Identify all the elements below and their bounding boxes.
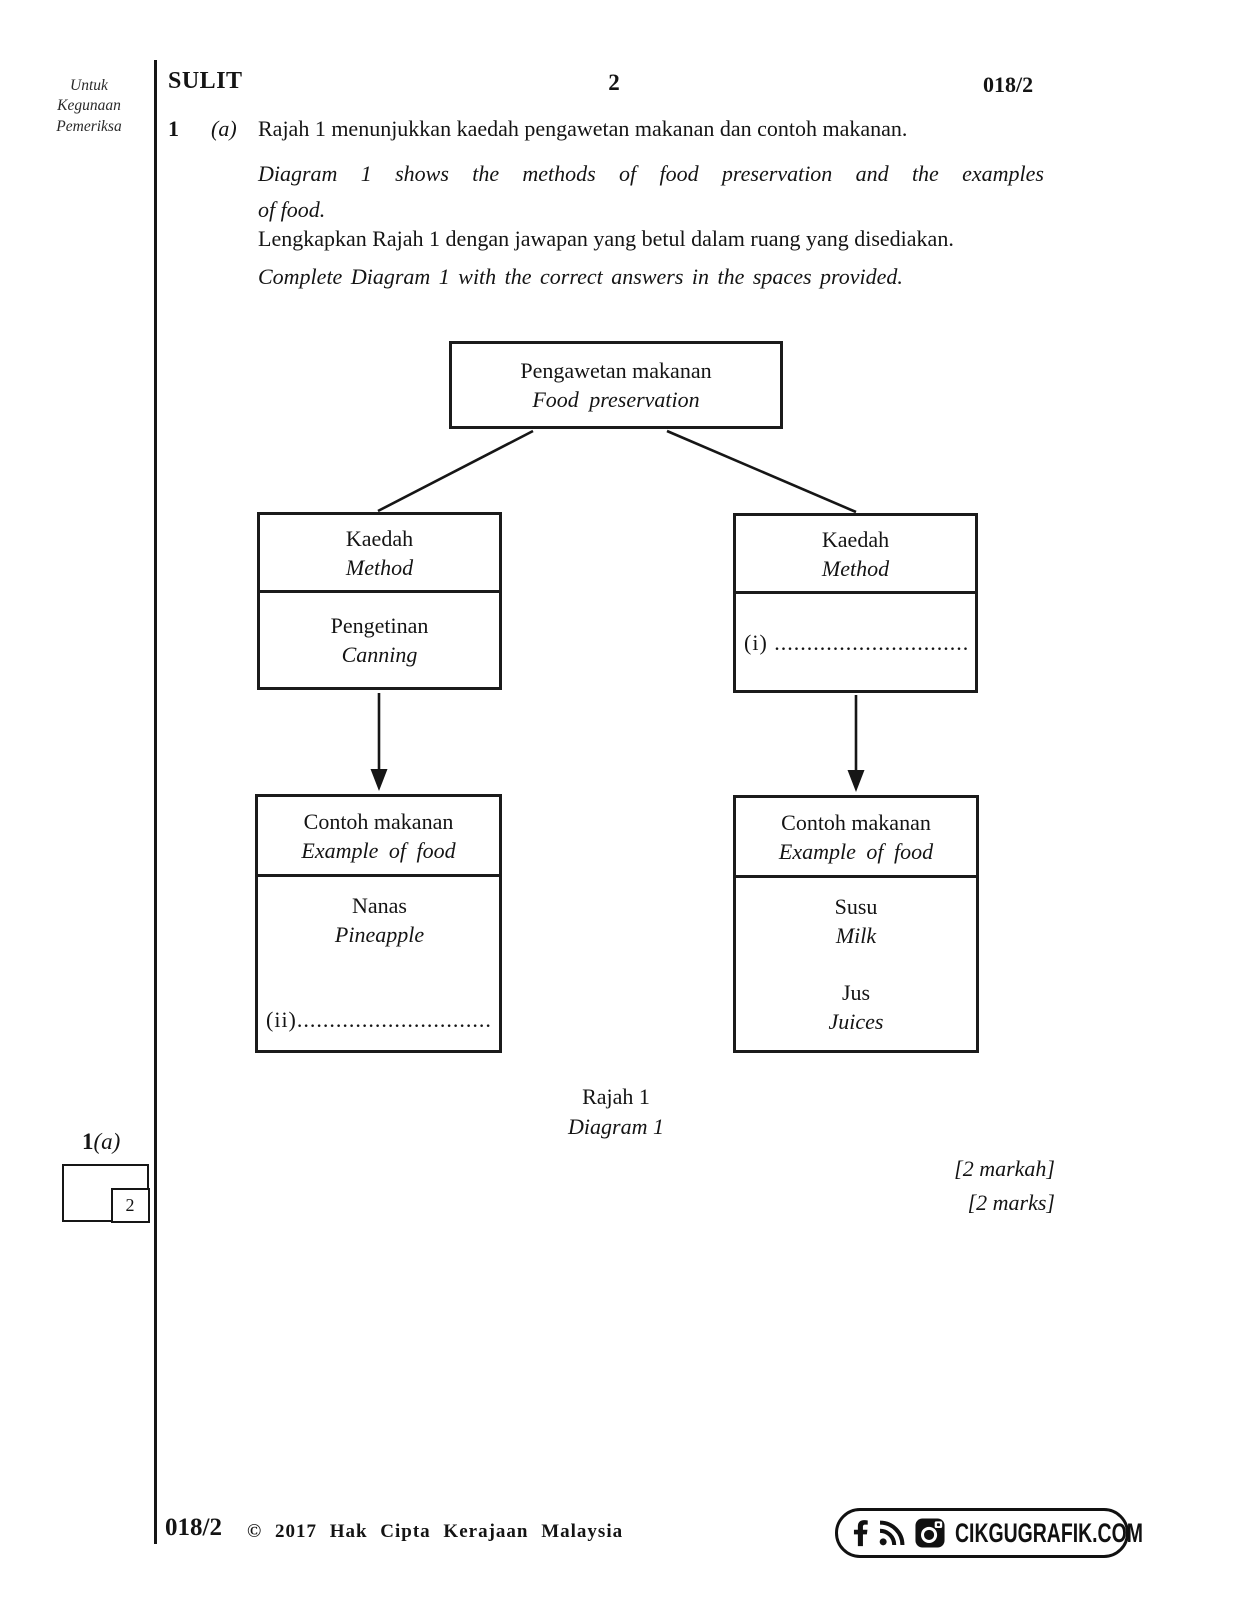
examiner-note-line: Untuk bbox=[70, 77, 108, 94]
copyright-notice: © 2017 Hak Cipta Kerajaan Malaysia bbox=[247, 1521, 624, 1542]
food-preservation-title-english: Food preservation bbox=[532, 387, 700, 412]
examiner-score-value-box: 2 bbox=[110, 1187, 150, 1223]
box-method-right: Kaedah Method (i) ......................… bbox=[733, 513, 978, 693]
connector-root-to-left bbox=[377, 429, 534, 513]
example-right-value-2: Jus Juices bbox=[736, 978, 976, 1036]
answer-blank-i: (i) .............................. bbox=[744, 629, 969, 655]
box-method-left: Kaedah Method Pengetinan Canning bbox=[257, 512, 502, 690]
margin-divider-rule bbox=[154, 60, 157, 1544]
example-left-header: Contoh makanan Example of food bbox=[258, 797, 499, 877]
box-food-preservation: Pengawetan makanan Food preservation bbox=[449, 341, 783, 429]
examiner-score-box: 2 bbox=[62, 1164, 150, 1223]
example-right-value2-english: Juices bbox=[828, 1009, 884, 1034]
rss-icon bbox=[878, 1520, 905, 1547]
marks-allocation-english: [2 marks] bbox=[967, 1190, 1055, 1215]
example-right-header-english: Example of food bbox=[778, 838, 934, 864]
social-badge: CIKGUGRAFIK.COM bbox=[835, 1508, 1143, 1558]
example-right-value1-english: Milk bbox=[835, 923, 877, 948]
connector-root-to-right bbox=[666, 429, 857, 514]
answer-blank-ii: (ii)............................... bbox=[266, 1007, 493, 1032]
method-left-header-malay: Kaedah bbox=[345, 525, 414, 551]
example-left-value-english: Pineapple bbox=[334, 922, 425, 947]
diagram-caption: Rajah 1 Diagram 1 bbox=[449, 1082, 783, 1142]
method-right-header-malay: Kaedah bbox=[821, 526, 890, 552]
example-right-header: Contoh makanan Example of food bbox=[736, 798, 976, 878]
method-right-body: (i) .............................. bbox=[736, 594, 975, 690]
method-left-value-malay: Pengetinan bbox=[330, 613, 429, 638]
question-text-english-1: Diagram 1 shows the methods of food pres… bbox=[258, 156, 1044, 228]
food-preservation-title-malay: Pengawetan makanan bbox=[520, 358, 712, 383]
question-text-malay-2: Lengkapkan Rajah 1 dengan jawapan yang b… bbox=[258, 226, 954, 251]
confidential-label: SULIT bbox=[168, 68, 243, 94]
question-text-malay-1: Rajah 1 menunjukkan kaedah pengawetan ma… bbox=[258, 116, 908, 141]
paper-code-footer: 018/2 bbox=[165, 1514, 222, 1541]
box-example-left: Contoh makanan Example of food Nanas Pin… bbox=[255, 794, 502, 1053]
method-left-body: Pengetinan Canning bbox=[260, 593, 499, 687]
example-left-header-malay: Contoh makanan bbox=[303, 808, 454, 834]
example-left-value: Nanas Pineapple bbox=[266, 891, 493, 949]
example-left-body: Nanas Pineapple (ii)....................… bbox=[258, 877, 499, 1050]
example-right-header-malay: Contoh makanan bbox=[781, 809, 931, 835]
example-right-value-1: Susu Milk bbox=[736, 892, 976, 950]
examiner-use-note: Untuk Kegunaan Pemeriksa bbox=[30, 76, 148, 137]
question-text-english-1-line1: Diagram 1 shows the methods of food pres… bbox=[258, 161, 1044, 186]
examiner-note-line: Pemeriksa bbox=[56, 117, 122, 135]
box-example-right: Contoh makanan Example of food Susu Milk… bbox=[733, 795, 979, 1053]
example-right-body: Susu Milk Jus Juices bbox=[736, 878, 976, 1050]
marks-allocation: [2 markah] [2 marks] bbox=[820, 1152, 1055, 1220]
method-left-header-english: Method bbox=[345, 554, 414, 580]
marks-item-label: 1(a) bbox=[82, 1129, 120, 1155]
badge-site-text: CIKGUGRAFIK.COM bbox=[955, 1517, 1143, 1548]
method-left-header: Kaedah Method bbox=[260, 515, 499, 593]
question-text-english-1-line2: of food. bbox=[258, 197, 326, 222]
diagram-caption-malay: Rajah 1 bbox=[582, 1084, 650, 1109]
example-left-value-malay: Nanas bbox=[352, 893, 407, 918]
method-right-header: Kaedah Method bbox=[736, 516, 975, 594]
instagram-icon bbox=[915, 1518, 945, 1548]
page-number: 2 bbox=[608, 70, 620, 95]
method-right-header-english: Method bbox=[821, 555, 890, 581]
example-right-value2-malay: Jus bbox=[841, 980, 871, 1005]
facebook-icon bbox=[853, 1519, 868, 1547]
marks-item-part: (a) bbox=[93, 1129, 121, 1154]
paper-code-header: 018/2 bbox=[983, 72, 1034, 97]
example-right-value1-malay: Susu bbox=[834, 894, 878, 919]
examiner-note-line: Kegunaan bbox=[57, 97, 121, 115]
question-number: 1 bbox=[168, 116, 179, 141]
arrow-left-head bbox=[370, 769, 388, 791]
question-part-label: (a) bbox=[211, 116, 237, 141]
examiner-score-value: 2 bbox=[125, 1194, 135, 1215]
diagram-caption-english: Diagram 1 bbox=[568, 1114, 664, 1139]
question-text-english-2: Complete Diagram 1 with the correct answ… bbox=[258, 264, 903, 289]
method-left-value-english: Canning bbox=[341, 642, 418, 667]
marks-item-number: 1 bbox=[82, 1129, 94, 1154]
arrow-right-head bbox=[847, 770, 865, 792]
example-left-header-english: Example of food bbox=[301, 837, 456, 863]
marks-allocation-malay: [2 markah] bbox=[954, 1156, 1055, 1181]
